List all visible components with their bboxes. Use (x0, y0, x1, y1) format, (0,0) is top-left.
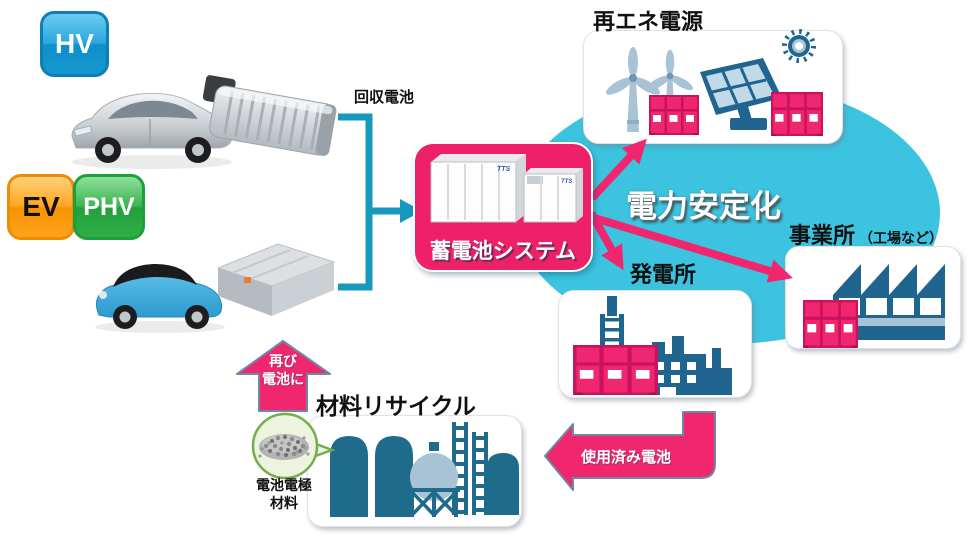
renewable-energy-icons (605, 29, 823, 137)
gas-sphere-icon (408, 442, 460, 517)
collection-bracket-arrow (338, 113, 422, 291)
renewable-energy-title: 再エネ電源 (593, 9, 704, 34)
again-line1: 再び (269, 353, 297, 369)
electrode-material-line1: 電池電極 (256, 477, 312, 493)
storage-logo-text: TTS (497, 166, 511, 173)
battery-container-icon (649, 95, 699, 135)
storage-system-node: TTS TTS 蓄電池システム (413, 142, 593, 272)
battery-container-icon (573, 345, 659, 395)
electrode-powder-icon (258, 434, 310, 460)
again-to-battery-label: 再び 電池に (243, 352, 323, 388)
refinery-tank-icon (487, 453, 519, 515)
power-stabilization-label: 電力安定化 (626, 189, 781, 224)
hv-battery-pack-photo (202, 75, 337, 156)
storage-container-photo: TTS TTS (430, 154, 583, 223)
sun-icon (782, 29, 816, 63)
ev-car-photo (95, 263, 225, 333)
wind-turbine-icon (605, 47, 661, 132)
factory-icon (833, 264, 945, 340)
battery-container-icon-2 (771, 92, 823, 137)
power-plant-title: 発電所 (630, 262, 697, 287)
electrode-material-bubble (251, 412, 336, 480)
storage-system-label: 蓄電池システム (429, 240, 577, 263)
battery-container-icon (803, 300, 859, 349)
power-distribution-arrows (587, 138, 793, 283)
phv-badge: PHV (73, 174, 145, 240)
business-site-title-note: （工場など） (859, 230, 944, 246)
business-site-title: 事業所 （工場など） (789, 218, 943, 250)
electrode-material-label: 電池電極 材料 (241, 476, 327, 512)
business-site-title-main: 事業所 (789, 223, 856, 248)
used-battery-label: 使用済み電池 (581, 449, 672, 466)
again-line2: 電池に (262, 371, 304, 387)
business-site-icons (803, 264, 945, 349)
storage-logo-text-2: TTS (561, 179, 572, 185)
material-recycle-icons (330, 422, 519, 517)
ev-battery-pack-photo (216, 243, 336, 316)
solar-panel-icon (700, 58, 782, 130)
again-to-battery-arrow (236, 340, 331, 412)
hv-badge: HV (40, 11, 109, 77)
power-plant-icons (573, 296, 732, 395)
used-battery-arrow (544, 411, 716, 491)
material-recycle-title: 材料リサイクル (316, 393, 476, 419)
electrode-material-line2: 材料 (270, 495, 298, 511)
ev-badge: EV (7, 174, 75, 240)
refinery-silos-icon (330, 436, 413, 517)
hv-car-photo (71, 93, 233, 169)
collected-battery-label: 回収電池 (354, 89, 415, 106)
